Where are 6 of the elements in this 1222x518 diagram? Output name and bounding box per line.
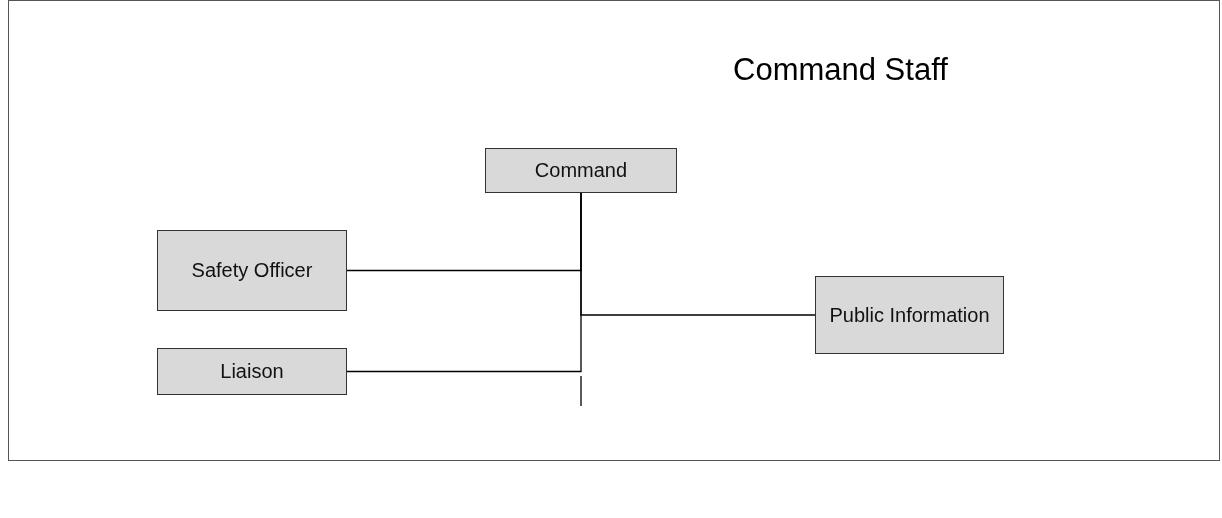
connector-line bbox=[346, 192, 582, 373]
diagram-title: Command Staff bbox=[733, 52, 948, 88]
org-box: Safety Officer bbox=[157, 230, 347, 311]
org-box: Public Information bbox=[815, 276, 1004, 354]
org-box: Command bbox=[485, 148, 677, 193]
org-box: Liaison bbox=[157, 348, 347, 395]
